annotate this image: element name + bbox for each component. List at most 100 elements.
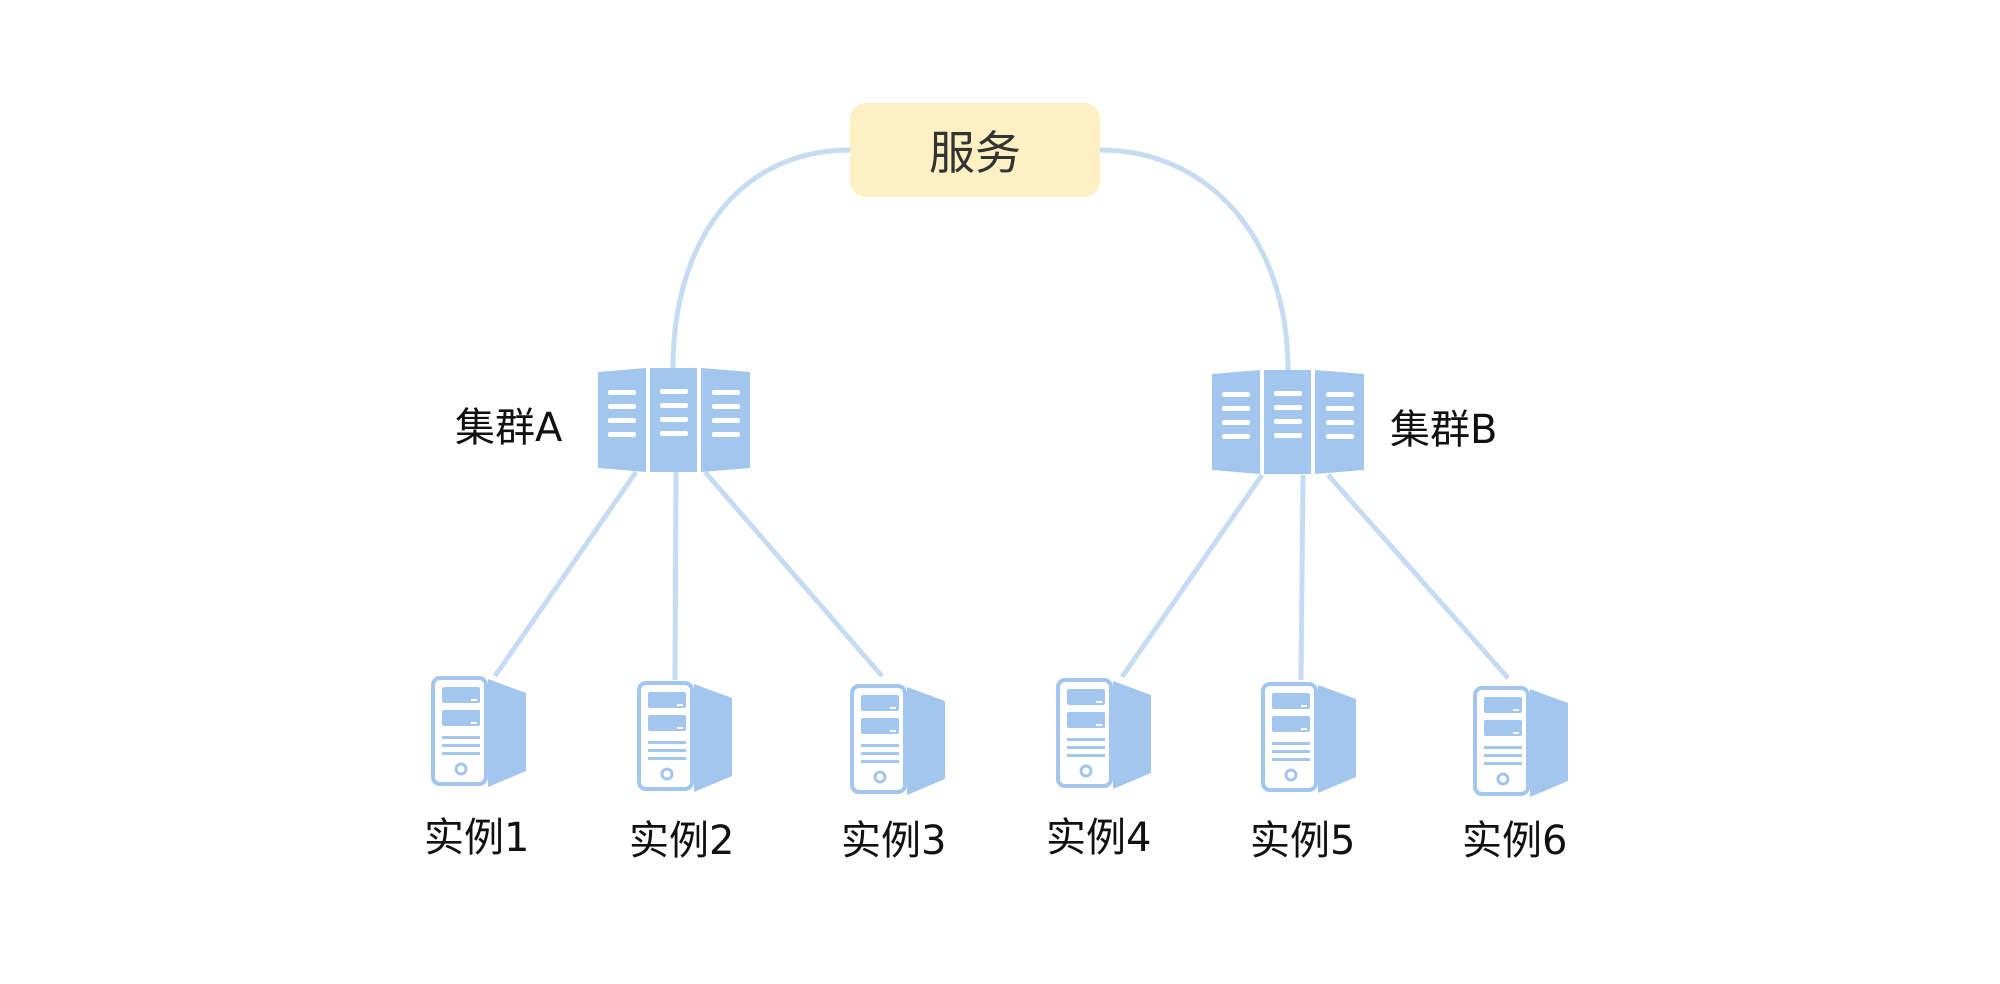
- drive-led: [677, 727, 683, 729]
- vent-line: [1272, 750, 1310, 753]
- rack-slot: [1274, 391, 1302, 396]
- server-tower-icon: [431, 676, 526, 787]
- cluster-a-label: 集群A: [455, 405, 563, 451]
- drive-led: [677, 704, 683, 706]
- tower-side: [1530, 689, 1568, 797]
- server-tower-icon: [1056, 678, 1151, 789]
- power-button: [1496, 772, 1510, 786]
- instance-1-label: 实例1: [424, 815, 530, 861]
- drive-led: [1301, 705, 1307, 707]
- drive-led: [471, 699, 477, 701]
- server-tower-icon: [850, 684, 945, 795]
- drive-bay: [1067, 712, 1105, 728]
- rack-slot: [712, 390, 740, 395]
- rack-slot: [660, 389, 688, 394]
- connections: [492, 147, 1510, 681]
- vent-line: [442, 744, 480, 747]
- service-node: 服务: [850, 103, 1100, 197]
- power-button: [1079, 764, 1093, 778]
- server-tower-icon: [637, 681, 732, 792]
- drive-bay: [648, 692, 686, 708]
- tower-front: [1473, 686, 1530, 796]
- server-rack-icon: [598, 368, 750, 472]
- drive-led: [1513, 709, 1519, 711]
- vent-line: [1067, 738, 1105, 741]
- rack-slot: [1326, 406, 1354, 411]
- vent-line: [1067, 746, 1105, 749]
- rack-slot: [660, 431, 688, 436]
- rack-slot: [660, 403, 688, 408]
- drive-bay: [1272, 693, 1310, 709]
- tower-front: [850, 684, 907, 794]
- rack-slot: [712, 404, 740, 409]
- drive-bay: [442, 687, 480, 703]
- vent-line: [1272, 758, 1310, 761]
- instances: [431, 676, 1568, 797]
- rack-slot: [1222, 406, 1250, 411]
- rack-slot: [608, 432, 636, 437]
- tower-side: [1318, 685, 1356, 793]
- tower-front: [1056, 678, 1113, 788]
- edge-cluster-instance-4: [1119, 473, 1265, 679]
- edge-service-cluster-a: [670, 147, 851, 369]
- rack-slot: [712, 418, 740, 423]
- rack-slot: [660, 417, 688, 422]
- instance-3-label: 实例3: [841, 818, 947, 864]
- drive-bay: [1067, 689, 1105, 705]
- drive-bay: [1272, 716, 1310, 732]
- instance-2-label: 实例2: [629, 818, 735, 864]
- tower-side: [694, 684, 732, 792]
- rack-slot: [1274, 405, 1302, 410]
- rack-slot: [1326, 420, 1354, 425]
- service-label: 服务: [929, 126, 1021, 180]
- rack-slot: [1274, 419, 1302, 424]
- server-tower-icon: [1473, 686, 1568, 797]
- drive-led: [1096, 724, 1102, 726]
- vent-line: [1484, 746, 1522, 749]
- drive-bay: [861, 718, 899, 734]
- rack-slot: [608, 418, 636, 423]
- vent-line: [861, 752, 899, 755]
- rack-slot: [1326, 434, 1354, 439]
- rack-slot: [1222, 420, 1250, 425]
- tower-side: [1113, 681, 1151, 789]
- server-tower-icon: [1261, 682, 1356, 793]
- tower-side: [488, 679, 526, 787]
- tower-side: [907, 687, 945, 795]
- vent-line: [1484, 762, 1522, 765]
- tower-front: [637, 681, 694, 791]
- rack-slot: [608, 390, 636, 395]
- rack-slot: [1222, 434, 1250, 439]
- vent-line: [1272, 742, 1310, 745]
- rack-slot: [608, 404, 636, 409]
- vent-line: [442, 736, 480, 739]
- drive-led: [1301, 728, 1307, 730]
- tower-front: [1261, 682, 1318, 792]
- edge-cluster-instance-2: [672, 471, 679, 681]
- rack-slot: [1274, 433, 1302, 438]
- edge-cluster-instance-6: [1326, 473, 1510, 680]
- edge-cluster-instance-1: [492, 470, 639, 678]
- drive-bay: [648, 715, 686, 731]
- drive-led: [471, 722, 477, 724]
- drive-led: [1513, 732, 1519, 734]
- power-button: [454, 762, 468, 776]
- rack-slot: [712, 432, 740, 437]
- rack-slot: [1222, 392, 1250, 397]
- vent-line: [442, 752, 480, 755]
- edge-service-cluster-b: [1099, 147, 1291, 371]
- drive-bay: [861, 695, 899, 711]
- power-button: [660, 767, 674, 781]
- drive-bay: [442, 710, 480, 726]
- vent-line: [861, 760, 899, 763]
- power-button: [873, 770, 887, 784]
- drive-bay: [1484, 697, 1522, 713]
- edge-cluster-instance-3: [703, 470, 884, 678]
- drive-bay: [1484, 720, 1522, 736]
- vent-line: [648, 741, 686, 744]
- instance-4-label: 实例4: [1046, 815, 1152, 861]
- vent-line: [648, 757, 686, 760]
- drive-led: [1096, 701, 1102, 703]
- instance-5-label: 实例5: [1250, 818, 1356, 864]
